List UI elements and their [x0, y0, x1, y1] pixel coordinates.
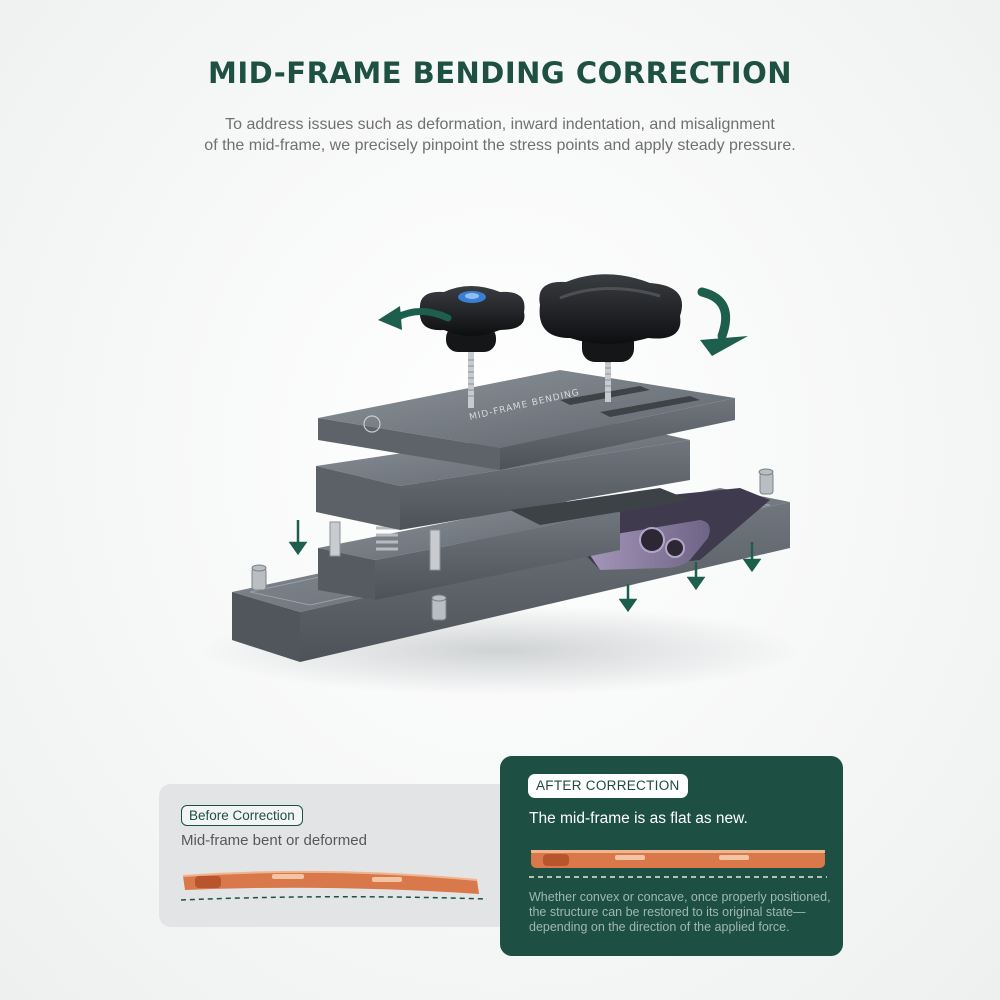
before-correction-card: Before Correction Mid-frame bent or defo… [159, 784, 509, 927]
subtitle-line-1: To address issues such as deformation, i… [225, 116, 775, 133]
page-title: MID-FRAME BENDING CORRECTION [207, 56, 793, 90]
after-correction-badge: AFTER CORRECTION [528, 774, 688, 798]
before-correction-badge: Before Correction [181, 805, 303, 826]
bending-fixture-illustration: MID-FRAME BENDING [200, 274, 800, 695]
subtitle-line-2: of the mid-frame, we precisely pinpoint … [204, 137, 796, 154]
down-arrow-icon [288, 520, 762, 613]
after-correction-card: AFTER CORRECTION The mid-frame is as fla… [500, 756, 843, 956]
top-plate: MID-FRAME BENDING [318, 370, 735, 470]
bent-mid-frame-image [180, 870, 488, 901]
left-knob [419, 286, 525, 352]
rotate-left-arrow-icon [378, 306, 452, 330]
spring [376, 526, 398, 551]
after-correction-description: Whether convex or concave, once properly… [529, 890, 831, 934]
page-subtitle: To address issues such as deformation, i… [150, 114, 850, 156]
before-correction-text: Mid-frame bent or deformed [181, 832, 367, 849]
flat-mid-frame-image [529, 850, 827, 878]
corner-posts [251, 468, 774, 621]
rotate-right-arrow-icon [697, 287, 748, 356]
right-knob [539, 274, 682, 362]
after-correction-headline: The mid-frame is as flat as new. [529, 810, 748, 827]
